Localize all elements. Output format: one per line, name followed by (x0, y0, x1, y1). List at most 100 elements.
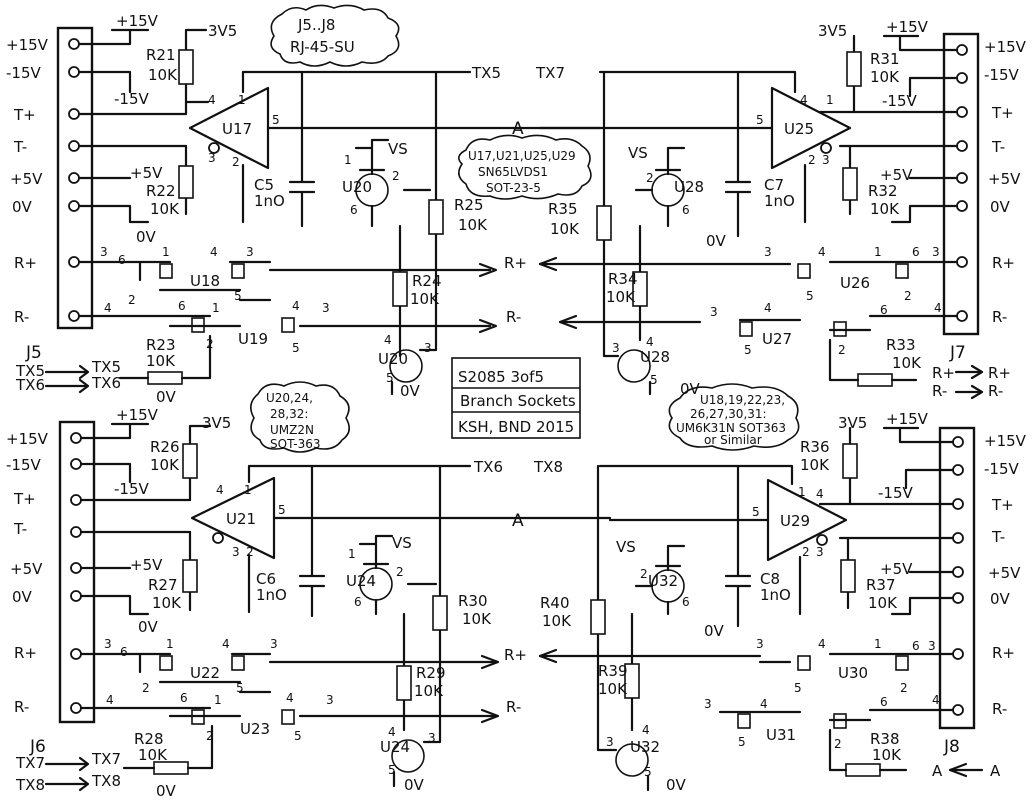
connector-j5-pins: +15V -15V T+ T- +5V 0V R+ R- (6, 36, 49, 326)
q2-r-pull-ref: R35 (548, 200, 578, 218)
q4-r-bot-val: 10K (868, 594, 898, 612)
j7-pin-gnd: 0V (990, 198, 1011, 216)
connector-j6-label: J6 (29, 737, 46, 757)
svg-text:2: 2 (206, 729, 214, 743)
svg-text:4: 4 (764, 301, 772, 315)
svg-text:3: 3 (104, 637, 112, 651)
q3-r-b-val: 10K (414, 682, 444, 700)
svg-text:4: 4 (934, 301, 942, 315)
note-lvds-line2: SN65LVDS1 (478, 165, 548, 179)
q3-r-top (182, 443, 198, 479)
q3-r-pull-val: 10K (462, 610, 492, 628)
q1-r-top (178, 49, 194, 85)
j6-pin-p5: +5V (10, 560, 43, 578)
svg-text:2: 2 (640, 567, 648, 581)
svg-text:4: 4 (816, 487, 824, 501)
q4-cap-val: 1nO (760, 586, 791, 604)
q1-r-bot-val: 10K (150, 200, 180, 218)
q3-r-in-ref: R28 (134, 730, 164, 748)
q3-npn-ref: U24 (346, 572, 376, 590)
connector-j7-body (942, 32, 980, 336)
q4-out-a2: A (990, 762, 1001, 780)
note-um6-line2: 26,27,30,31: (690, 407, 767, 421)
note-um6: U18,19,22,23, 26,27,30,31: UM6K31N SOT36… (668, 383, 800, 451)
q3-bus-rp: R+ (504, 646, 527, 664)
svg-text:1: 1 (348, 547, 356, 561)
j7-pin-tm: T- (991, 138, 1005, 156)
q3-bus-rm: R- (506, 698, 521, 716)
note-um6-line4: or Similar (704, 433, 762, 447)
q1-rail-gnd3: 0V (156, 388, 177, 406)
svg-text:4: 4 (818, 637, 826, 651)
q4-bus-tx: TX8 (533, 458, 563, 476)
svg-text:5: 5 (806, 289, 814, 303)
q2-jfet1-ref: U26 (840, 274, 870, 292)
q3-r-bot-val: 10K (152, 594, 182, 612)
svg-text:5: 5 (744, 343, 752, 357)
note-lvds: U17,U21,U25,U29 SN65LVDS1 SOT-23-5 (458, 134, 592, 200)
j6-pin-rm: R- (14, 698, 29, 716)
q3-in-b2: TX8 (91, 772, 121, 790)
q3-in-b: TX8 (15, 776, 45, 794)
q4-jfet2-ref: U31 (766, 726, 796, 744)
q1-bus-rp: R+ (504, 254, 527, 272)
svg-text:5: 5 (278, 503, 286, 517)
q3-rail-gnd3: 0V (156, 782, 177, 800)
svg-text:3: 3 (270, 637, 278, 651)
svg-text:6: 6 (350, 203, 358, 217)
q2-rail-p5: +5V (880, 166, 913, 184)
connector-j6-body (58, 420, 96, 724)
q1-in-b2: TX6 (91, 374, 121, 392)
svg-text:4: 4 (384, 333, 392, 347)
svg-text:4: 4 (818, 245, 826, 259)
svg-text:4: 4 (760, 697, 768, 711)
j5-pin-rp: R+ (14, 254, 37, 272)
q4-r-top-val: 10K (800, 456, 830, 474)
title-sheet: S2085 3of5 (458, 368, 544, 386)
q3-bus-tx: TX6 (473, 458, 503, 476)
svg-text:4: 4 (222, 637, 230, 651)
q2-npn-ref: U28 (674, 178, 704, 196)
svg-text:2: 2 (838, 343, 846, 357)
q1-r-b-val: 10K (410, 290, 440, 308)
q1-npn-ref: U20 (342, 178, 372, 196)
q1-r-top-ref: R21 (146, 46, 176, 64)
q4-r-b-val: 10K (598, 680, 628, 698)
q2-rail-p15: +15V (886, 18, 929, 36)
svg-text:2: 2 (142, 681, 150, 695)
svg-text:3: 3 (710, 305, 718, 319)
q3-rail-p15: +15V (116, 406, 159, 424)
note-rj45-line1: J5..J8 (297, 16, 335, 34)
q3-npn2-ref: U24 (380, 738, 410, 756)
q3-cap-ref: C6 (256, 570, 276, 588)
svg-text:3: 3 (326, 693, 334, 707)
q1-r-pull-val: 10K (458, 216, 488, 234)
q4-rail-gnd: 0V (704, 622, 725, 640)
q3-r-in-val: 10K (138, 746, 168, 764)
q1-driver-ref: U17 (222, 120, 252, 138)
svg-text:4: 4 (932, 693, 940, 707)
q3-rail-3v5: 3V5 (202, 414, 231, 432)
q2-rail-3v5: 3V5 (818, 22, 847, 40)
svg-text:3: 3 (232, 545, 240, 559)
q3-r-pull (432, 595, 448, 631)
q1-bus-rm: R- (506, 308, 521, 326)
q3-r-bot (182, 559, 198, 593)
svg-text:3: 3 (100, 245, 108, 259)
q1-r-in-val: 10K (146, 352, 176, 370)
quadrant-j8: J8 +15V -15V T+ T- +5V 0V R+ R- +15V -15… (533, 410, 1027, 794)
q2-r-in-ref: R33 (886, 336, 916, 354)
j8-pin-p5: +5V (988, 564, 1021, 582)
q1-r-b (392, 271, 408, 307)
j7-pin-m15: -15V (984, 66, 1019, 84)
connector-j8-label: J8 (943, 737, 960, 757)
q1-r-in-ref: R23 (146, 336, 176, 354)
q2-out-a2: R+ (988, 364, 1011, 382)
q2-r-top-ref: R31 (870, 50, 900, 68)
j5-pin-gnd: 0V (12, 198, 33, 216)
j7-pin-p5: +5V (988, 170, 1021, 188)
svg-text:5: 5 (236, 681, 244, 695)
svg-text:4: 4 (646, 335, 654, 349)
q3-jfet1-ref: U22 (190, 664, 220, 682)
svg-text:4: 4 (800, 93, 808, 107)
